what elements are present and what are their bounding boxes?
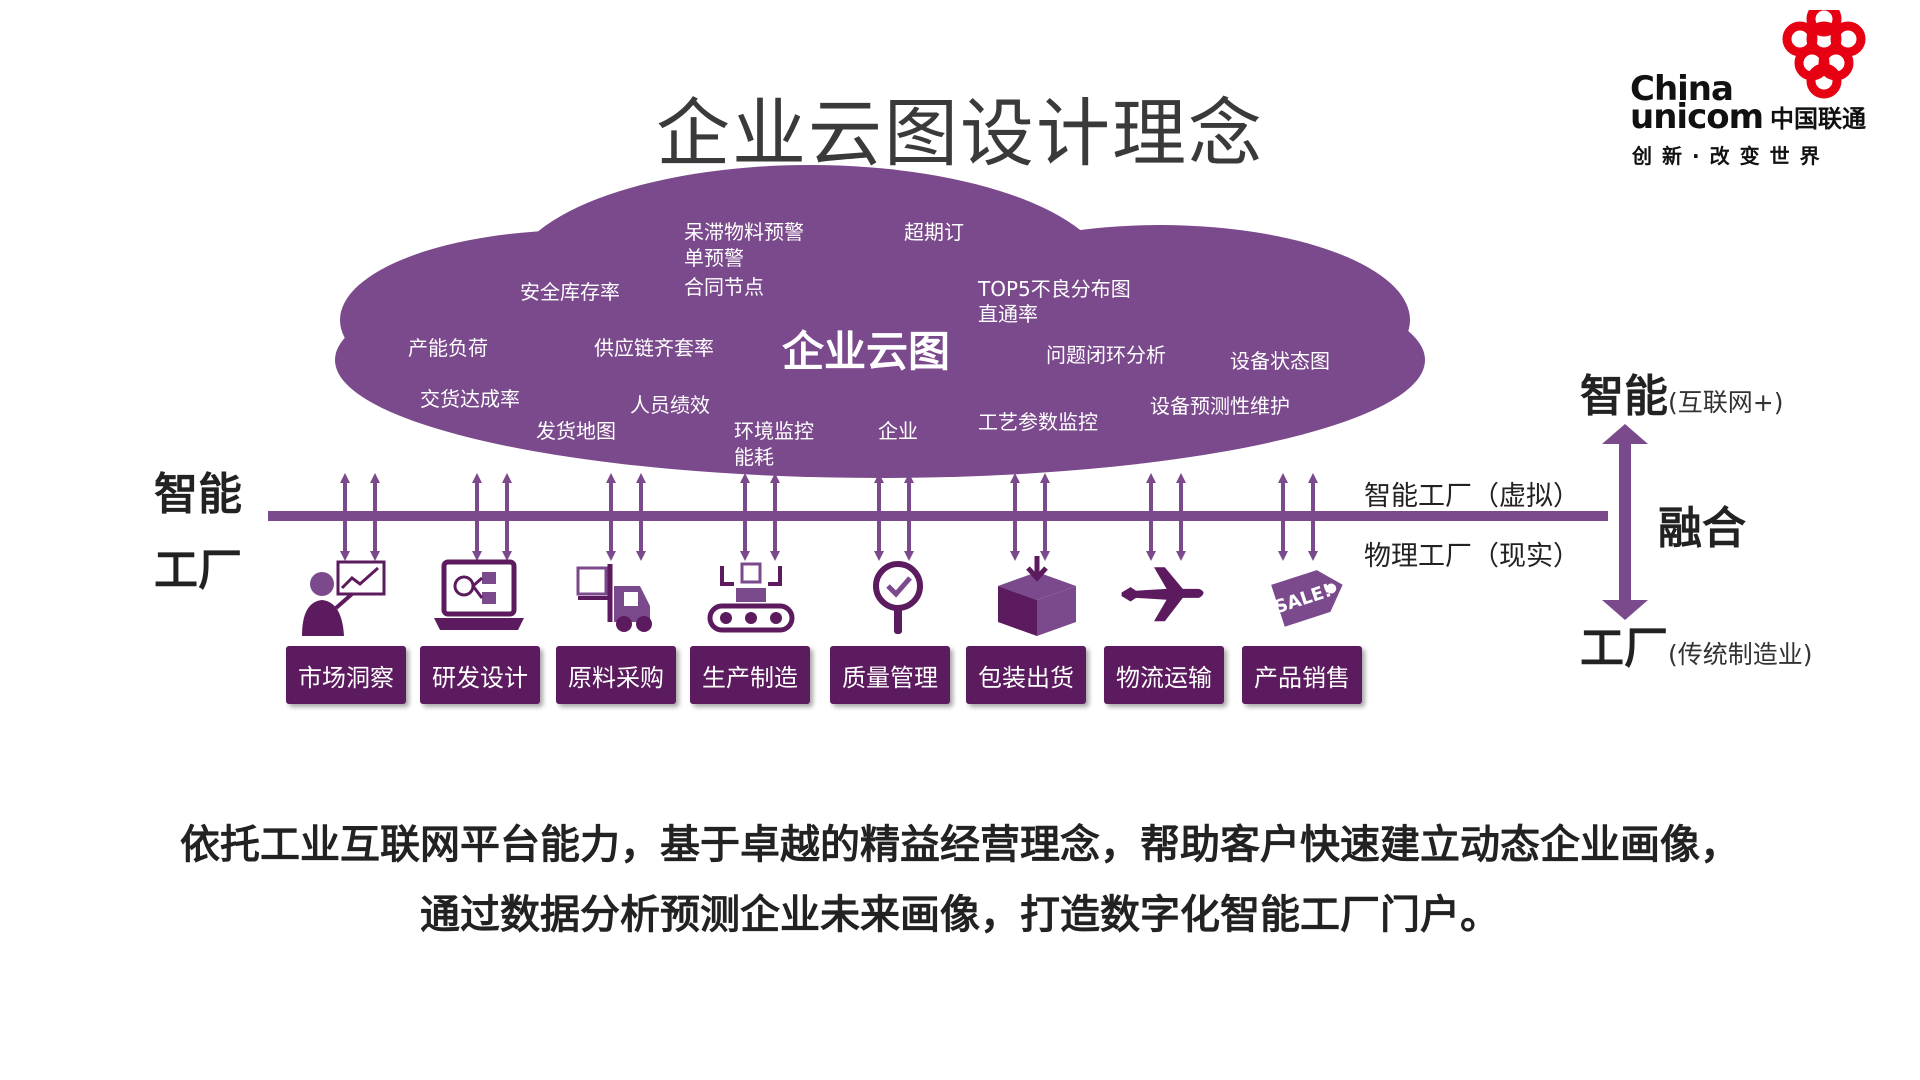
- page-title: 企业云图设计理念: [656, 91, 1264, 177]
- stage-packing: 包装出货: [966, 646, 1086, 704]
- package-box-icon: [998, 556, 1076, 636]
- left-label-factory: 工厂: [154, 545, 242, 596]
- right-label-smart: 智能(互联网+): [1580, 371, 1784, 422]
- cloud-item: 呆滞物料预警: [684, 220, 804, 244]
- virtual-factory-label: 智能工厂（虚拟）: [1364, 481, 1580, 512]
- cloud-item: 设备预测性维护: [1150, 394, 1290, 418]
- stage-logistics: 物流运输: [1104, 646, 1224, 704]
- laptop-circuit-icon: [434, 559, 524, 630]
- logo-text-cn: 中国联通: [1770, 105, 1866, 133]
- forklift-icon: [576, 564, 652, 632]
- cloud-item: 发货地图: [536, 419, 616, 443]
- fusion-double-arrow: [1602, 424, 1648, 620]
- arrow-pairs: [340, 473, 1318, 561]
- cloud-item: 超期订: [904, 220, 964, 244]
- cloud-item: 单预警: [684, 246, 744, 270]
- physical-factory-label: 物理工厂（现实）: [1364, 541, 1580, 572]
- quality-magnifier-icon: [873, 561, 923, 634]
- logo-text-china: China: [1630, 69, 1734, 109]
- conveyor-robot-icon: [707, 562, 795, 633]
- cloud-item: 企业: [878, 419, 918, 443]
- cloud-item: 安全库存率: [520, 280, 620, 304]
- stage-quality: 质量管理: [830, 646, 950, 704]
- cloud-item: 设备状态图: [1230, 349, 1330, 373]
- cloud-item: 合同节点: [684, 275, 764, 299]
- cloud-item: 能耗: [734, 445, 774, 469]
- stage-manufacturing: 生产制造: [690, 646, 810, 704]
- stage-market-insight: 市场洞察: [286, 646, 406, 704]
- cloud-item: 供应链齐套率: [594, 336, 714, 360]
- enterprise-cloud-shape: [335, 165, 1425, 478]
- fusion-label: 融合: [1658, 503, 1746, 554]
- left-label-smart: 智能: [154, 469, 242, 520]
- right-label-factory: 工厂(传统制造业): [1580, 623, 1813, 674]
- stage-rd-design: 研发设计: [420, 646, 540, 704]
- stage-sales: 产品销售: [1242, 646, 1362, 704]
- summary-line-2: 通过数据分析预测企业未来画像，打造数字化智能工厂门户。: [420, 892, 1500, 938]
- cloud-item: 产能负荷: [408, 336, 488, 360]
- unicom-knot-icon: [1782, 10, 1866, 99]
- cloud-item: TOP5不良分布图: [978, 277, 1131, 301]
- cloud-item: 环境监控: [734, 419, 814, 443]
- logo-text-unicom: unicom: [1630, 97, 1764, 137]
- cloud-item: 问题闭环分析: [1046, 343, 1166, 367]
- summary-line-1: 依托工业互联网平台能力，基于卓越的精益经营理念，帮助客户快速建立动态企业画像，: [180, 822, 1740, 868]
- cloud-center-title: 企业云图: [782, 327, 951, 376]
- presenter-chart-icon: [302, 560, 386, 636]
- cloud-item: 交货达成率: [420, 387, 520, 411]
- airplane-icon: [1121, 567, 1204, 622]
- stage-procurement: 原料采购: [556, 646, 676, 704]
- cloud-item: 工艺参数监控: [978, 410, 1098, 434]
- logo-slogan: 创新·改变世界: [1632, 144, 1830, 168]
- cloud-item: 直通率: [978, 302, 1038, 326]
- cloud-item: 人员绩效: [630, 393, 710, 417]
- china-unicom-logo: [1782, 10, 1866, 99]
- sale-tag-icon: SALE!: [1271, 570, 1343, 627]
